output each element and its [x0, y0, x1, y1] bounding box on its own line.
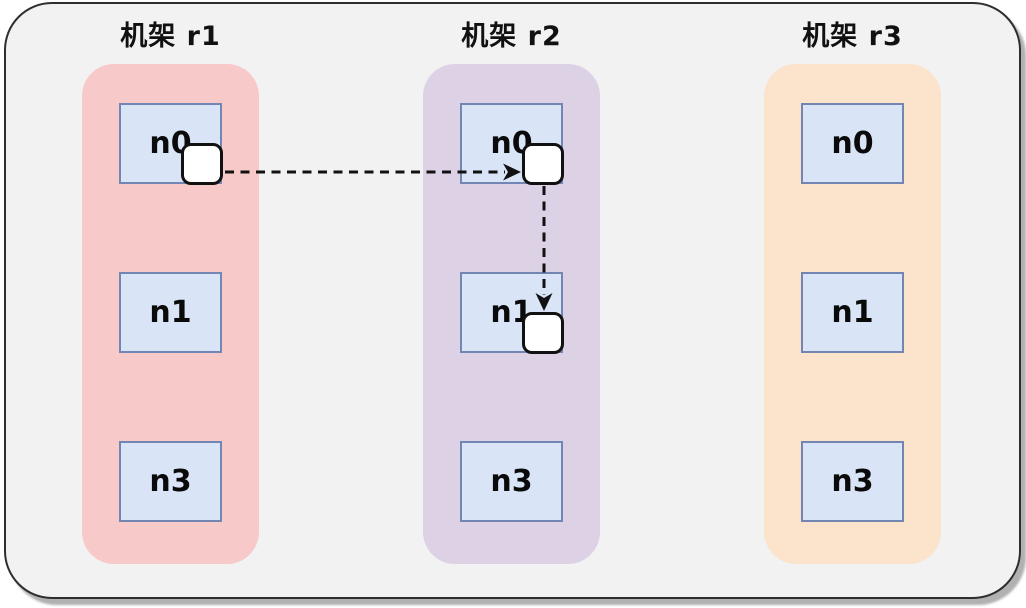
rack-r2: n0 n1 n3 — [423, 64, 600, 564]
node-r3-n0: n0 — [801, 103, 904, 184]
node-label: n1 — [831, 295, 874, 330]
rack-label-r1: 机架 r1 — [120, 20, 221, 52]
node-label: n3 — [490, 464, 533, 499]
rack-r1: n0 n1 n3 — [82, 64, 259, 564]
node-label: n1 — [149, 295, 192, 330]
node-label: n3 — [831, 464, 874, 499]
node-r2-n3: n3 — [460, 441, 563, 522]
node-r1-n3: n3 — [119, 441, 222, 522]
rack-label-r2: 机架 r2 — [461, 20, 562, 52]
node-label: n3 — [149, 464, 192, 499]
node-r2-n1: n1 — [460, 272, 564, 354]
connection-handle-r2-n0 — [522, 143, 564, 185]
rack-label-r3: 机架 r3 — [802, 20, 903, 52]
diagram-canvas: 机架 r1 机架 r2 机架 r3 n0 n1 n3 n0 n1 n3 n0 — [4, 2, 1021, 599]
rack-r3: n0 n1 n3 — [764, 64, 941, 564]
node-label: n0 — [831, 126, 874, 161]
node-r2-n0: n0 — [460, 103, 564, 185]
node-r1-n0: n0 — [119, 103, 223, 185]
node-r3-n1: n1 — [801, 272, 904, 353]
node-r3-n3: n3 — [801, 441, 904, 522]
node-r1-n1: n1 — [119, 272, 222, 353]
connection-handle-r2-n1 — [522, 312, 564, 354]
connection-handle-r1-n0 — [181, 143, 223, 185]
